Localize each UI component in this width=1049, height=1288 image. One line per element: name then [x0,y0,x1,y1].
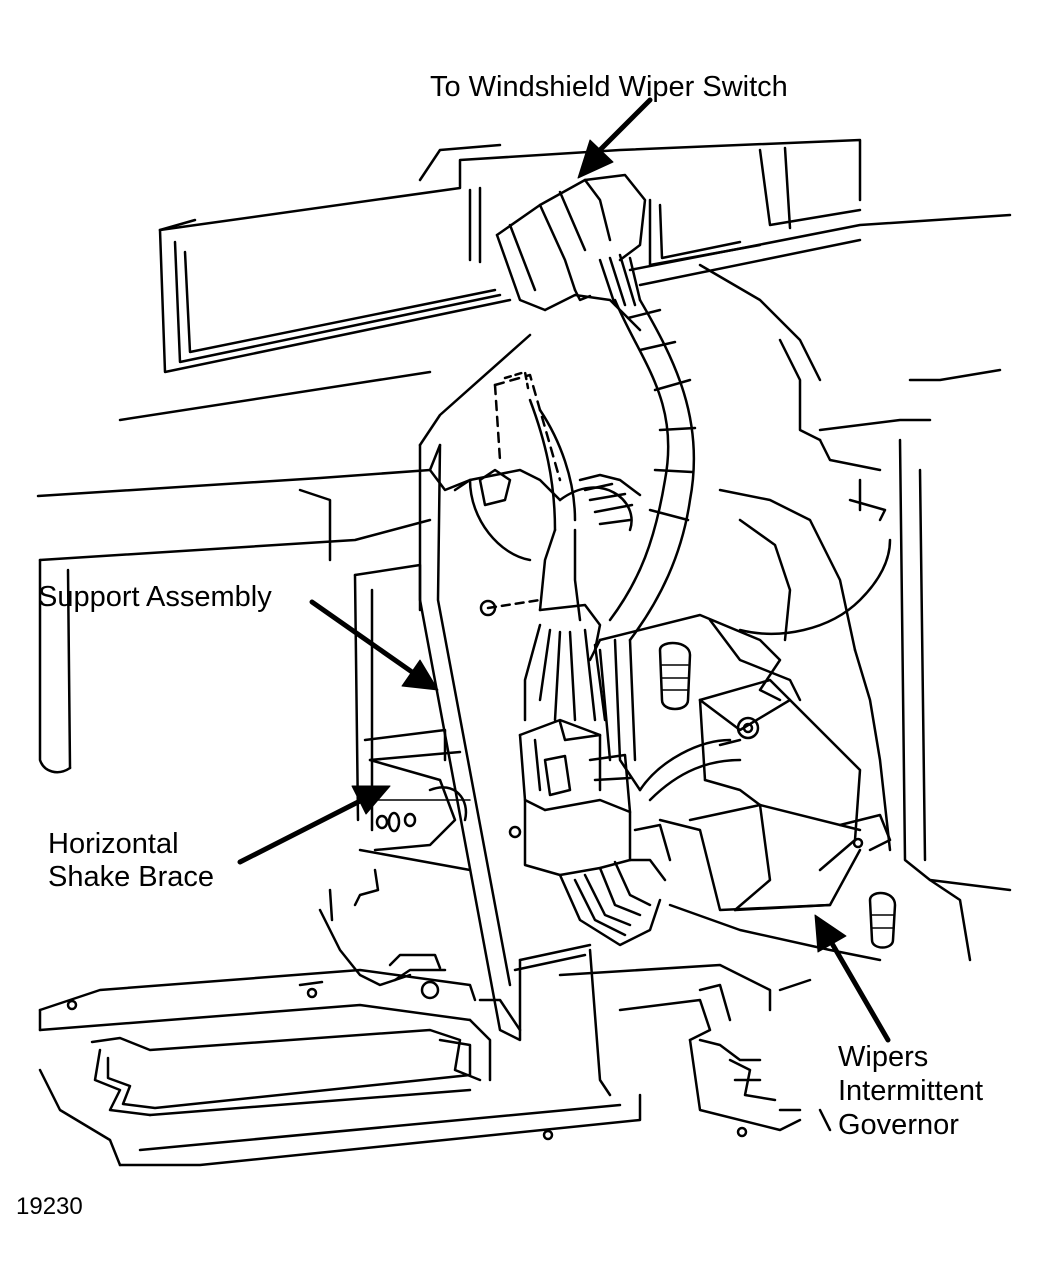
label-governor: Wipers Intermittent Governor [838,1040,983,1142]
support-assembly [418,333,592,1042]
windshield-frame [118,138,1012,442]
label-support-assembly: Support Assembly [38,581,272,613]
label-shake-brace-line-1: Horizontal [48,828,179,860]
arrow-shake-brace [237,797,365,865]
hidden-connector [493,370,562,482]
label-governor-line-1: Wipers [838,1041,929,1073]
label-shake-brace: Horizontal Shake Brace [48,828,214,894]
arrowhead-governor [814,914,847,953]
label-shake-brace-line-2: Shake Brace [48,861,215,893]
wiring-harness [523,298,742,802]
arrow-support-assembly [309,599,415,675]
arrowhead-support-assembly [401,659,439,691]
label-governor-line-3: Governor [838,1109,959,1141]
governor-module [588,613,897,962]
figure-number: 19230 [16,1193,83,1220]
label-wiper-switch: To Windshield Wiper Switch [430,71,788,103]
arrowhead-shake-brace [351,785,391,815]
floor-bracket [38,948,832,1167]
harness-connector [518,718,672,947]
arrow-governor [827,937,891,1043]
label-governor-line-2: Intermittent [838,1075,984,1107]
wiper-switch-connector [495,173,647,332]
right-panel [718,438,1012,962]
dash-panel [36,468,472,987]
arrow-wiper-switch [597,97,653,153]
arrowhead-wiper-switch [577,139,614,179]
callout-arrows [237,97,891,1043]
